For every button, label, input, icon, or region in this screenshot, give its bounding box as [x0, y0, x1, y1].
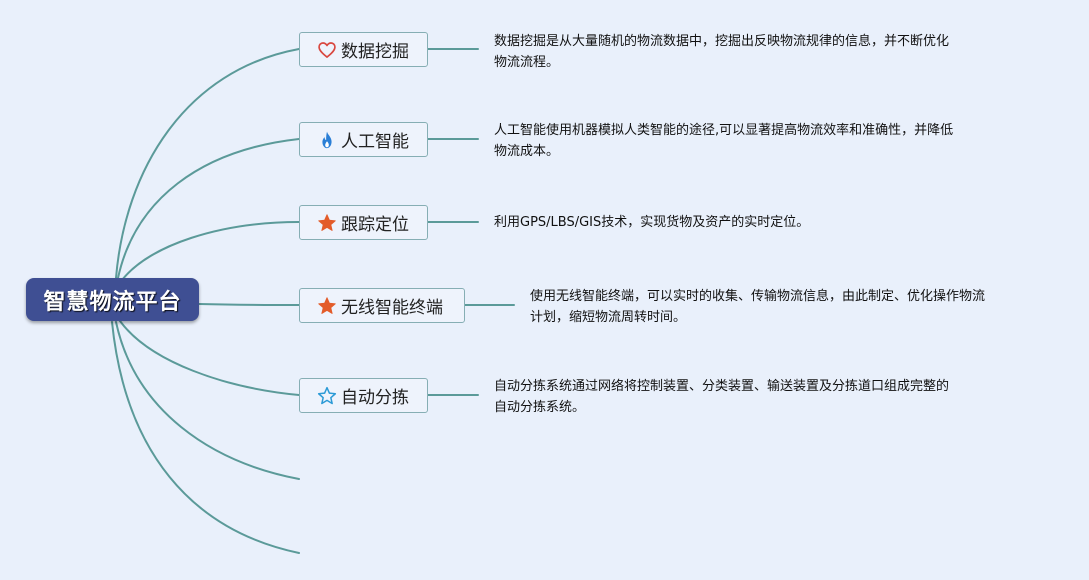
description-auto-sorting: 自动分拣系统通过网络将控制装置、分类装置、输送装置及分拣道口组成完整的 自动分拣… — [494, 376, 949, 418]
description-wireless-terminal: 使用无线智能终端，可以实时的收集、传输物流信息，由此制定、优化操作物流 计划，缩… — [530, 286, 985, 328]
branch-line — [117, 138, 300, 279]
topic-label: 数据挖掘 — [341, 42, 409, 62]
topic-data-mining[interactable]: 数据挖掘 — [299, 32, 428, 67]
topic-label: 人工智能 — [341, 132, 409, 152]
description-line: 物流流程。 — [494, 55, 560, 70]
heart-outline-icon — [317, 40, 337, 60]
description-data-mining: 数据挖掘是从大量随机的物流数据中，挖掘出反映物流规律的信息，并不断优化 物流流程… — [494, 31, 949, 73]
description-line: 人工智能使用机器模拟人类智能的途径,可以显著提高物流效率和准确性，并降低 — [494, 123, 954, 138]
description-line: 利用GPS/LBS/GIS技术，实现货物及资产的实时定位。 — [494, 215, 810, 230]
description-line: 物流成本。 — [494, 144, 560, 159]
topic-label: 无线智能终端 — [341, 298, 443, 318]
topic-artificial-intelligence[interactable]: 人工智能 — [299, 122, 428, 157]
description-line: 使用无线智能终端，可以实时的收集、传输物流信息，由此制定、优化操作物流 — [530, 289, 986, 304]
topic-wireless-terminal[interactable]: 无线智能终端 — [299, 288, 465, 323]
topic-label: 自动分拣 — [341, 388, 409, 408]
star-filled-icon — [317, 213, 337, 233]
topic-label: 跟踪定位 — [341, 215, 409, 235]
branch-line — [115, 48, 300, 279]
root-topic[interactable]: 智慧物流平台 — [26, 278, 199, 321]
topic-auto-sorting[interactable]: 自动分拣 — [299, 378, 428, 413]
star-filled-icon — [317, 296, 337, 316]
branch-line — [115, 321, 300, 480]
branch-line — [119, 320, 300, 396]
topic-tracking-positioning[interactable]: 跟踪定位 — [299, 205, 428, 240]
description-line: 自动分拣系统通过网络将控制装置、分类装置、输送装置及分拣道口组成完整的 — [494, 379, 950, 394]
description-artificial-intelligence: 人工智能使用机器模拟人类智能的途径,可以显著提高物流效率和准确性，并降低 物流成… — [494, 120, 953, 162]
description-line: 自动分拣系统。 — [494, 400, 586, 415]
description-tracking-positioning: 利用GPS/LBS/GIS技术，实现货物及资产的实时定位。 — [494, 212, 809, 233]
branch-line — [198, 303, 300, 306]
description-line: 数据挖掘是从大量随机的物流数据中，挖掘出反映物流规律的信息，并不断优化 — [494, 34, 950, 49]
description-line: 计划，缩短物流周转时间。 — [530, 310, 687, 325]
star-outline-icon — [317, 386, 337, 406]
flame-icon — [317, 130, 337, 150]
branch-line — [111, 321, 300, 554]
branch-line — [121, 221, 300, 281]
